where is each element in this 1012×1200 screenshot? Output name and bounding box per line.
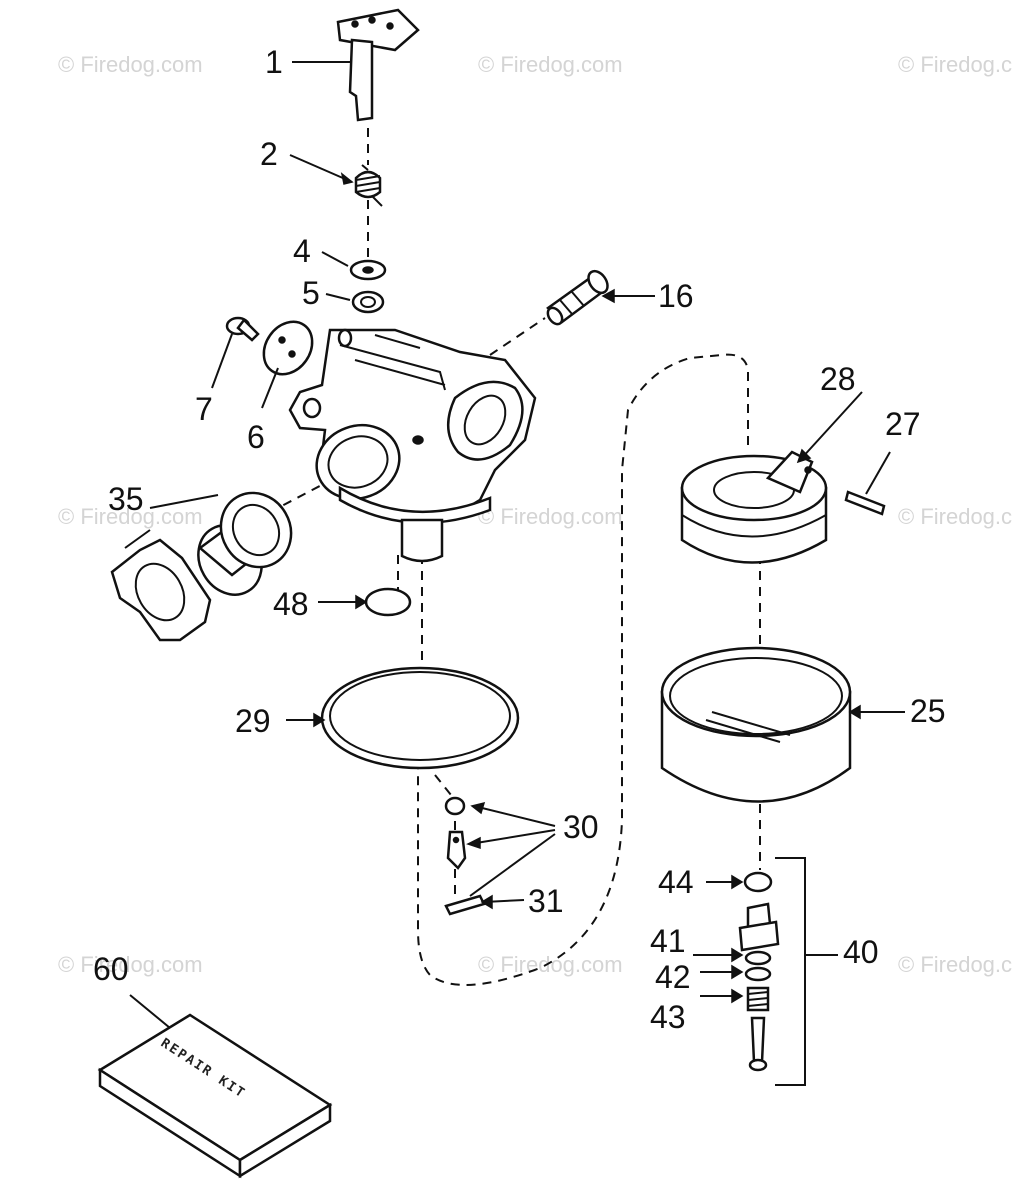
part-number-2: 2: [260, 136, 278, 172]
float-bowl-part: [660, 646, 852, 803]
part-number-1: 1: [265, 44, 283, 80]
part-number-27: 27: [885, 406, 921, 442]
part-number-30: 30: [563, 809, 599, 845]
part-number-25: 25: [910, 693, 946, 729]
part-number-labels: 1 2 4 5 7 6 16 28 27 35 48 29 25 30 31 4…: [93, 44, 946, 1035]
part-number-40: 40: [843, 934, 879, 970]
part-number-6: 6: [247, 419, 265, 455]
part-number-48: 48: [273, 586, 309, 622]
intake-adapter-part: [110, 491, 293, 642]
watermark: © Firedog.com: [898, 52, 1012, 77]
fuel-fitting-part: [546, 269, 609, 326]
repair-kit-part: REPAIR KIT: [97, 1013, 333, 1179]
part-number-60: 60: [93, 951, 129, 987]
throttle-plate-part: [262, 320, 314, 376]
seal-part: [351, 290, 385, 314]
part-number-42: 42: [655, 959, 691, 995]
leader-lines: [124, 61, 905, 1086]
part-number-35: 35: [108, 481, 144, 517]
part-number-16: 16: [658, 278, 694, 314]
watermark: © Firedog.com: [478, 504, 623, 529]
part-number-43: 43: [650, 999, 686, 1035]
bowl-nut-assembly-part: [738, 871, 780, 1072]
screw-part: [225, 316, 260, 342]
bowl-o-ring-part: [320, 666, 520, 770]
part-number-31: 31: [528, 883, 564, 919]
watermark: © Firedog.com: [898, 952, 1012, 977]
watermark: © Firedog.com: [478, 52, 623, 77]
watermark: © Firedog.com: [58, 504, 203, 529]
part-number-7: 7: [195, 391, 213, 427]
watermark: © Firedog.com: [58, 52, 203, 77]
watermarks: © Firedog.com © Firedog.com © Firedog.co…: [58, 52, 1012, 977]
throttle-shaft-part: [336, 8, 420, 122]
float-pin-part: [844, 490, 886, 516]
carburetor-body-part: [288, 328, 537, 563]
part-number-44: 44: [658, 864, 694, 900]
assembly-center-lines: [241, 128, 761, 986]
part-number-5: 5: [302, 275, 320, 311]
hinge-pin-part: [444, 894, 486, 916]
part-number-28: 28: [820, 361, 856, 397]
watermark: © Firedog.com: [478, 952, 623, 977]
watermark: © Firedog.com: [898, 504, 1012, 529]
part-number-4: 4: [293, 233, 311, 269]
part-number-41: 41: [650, 923, 686, 959]
inlet-needle-part: [444, 796, 467, 870]
welch-plug-part: [364, 587, 412, 617]
washer-part: [349, 259, 387, 281]
throttle-spring-part: [354, 164, 383, 207]
float-part: [680, 450, 828, 564]
part-number-29: 29: [235, 703, 271, 739]
watermark: © Firedog.com: [58, 952, 203, 977]
